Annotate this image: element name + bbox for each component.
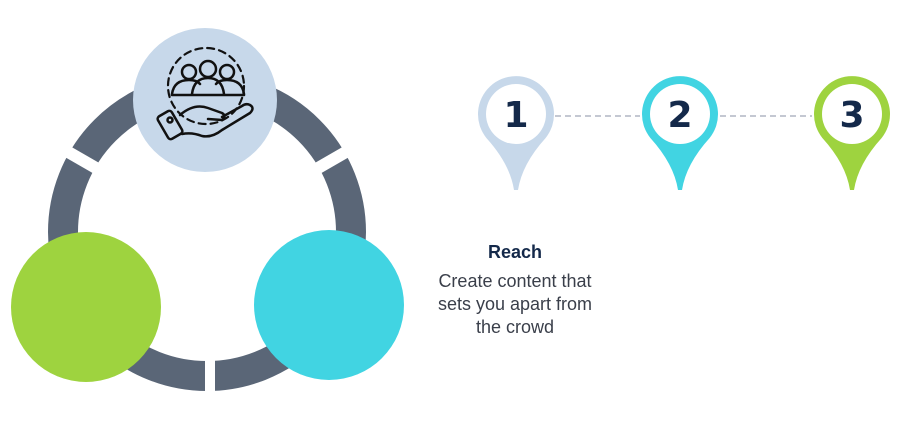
pin-inner-circle xyxy=(822,84,882,144)
top-circle xyxy=(133,28,277,172)
people-in-hand-icon xyxy=(156,46,254,141)
step-title: Reach xyxy=(487,242,543,262)
step-number: 3 xyxy=(839,95,864,136)
left-circle xyxy=(11,232,161,382)
pin-inner-circle xyxy=(486,84,546,144)
pin-inner-circle xyxy=(650,84,710,144)
step-number: 1 xyxy=(503,95,528,136)
step-pin-3[interactable]: 3 xyxy=(813,76,890,190)
right-circle xyxy=(254,230,404,380)
step-description: Create content that sets you apart from … xyxy=(437,271,593,337)
step-number: 2 xyxy=(667,95,692,136)
step-pin-2[interactable]: 2 xyxy=(642,76,718,190)
ring-gap xyxy=(204,124,387,238)
step-pin-1[interactable]: 1 xyxy=(477,76,554,190)
ring-gap xyxy=(27,124,210,238)
